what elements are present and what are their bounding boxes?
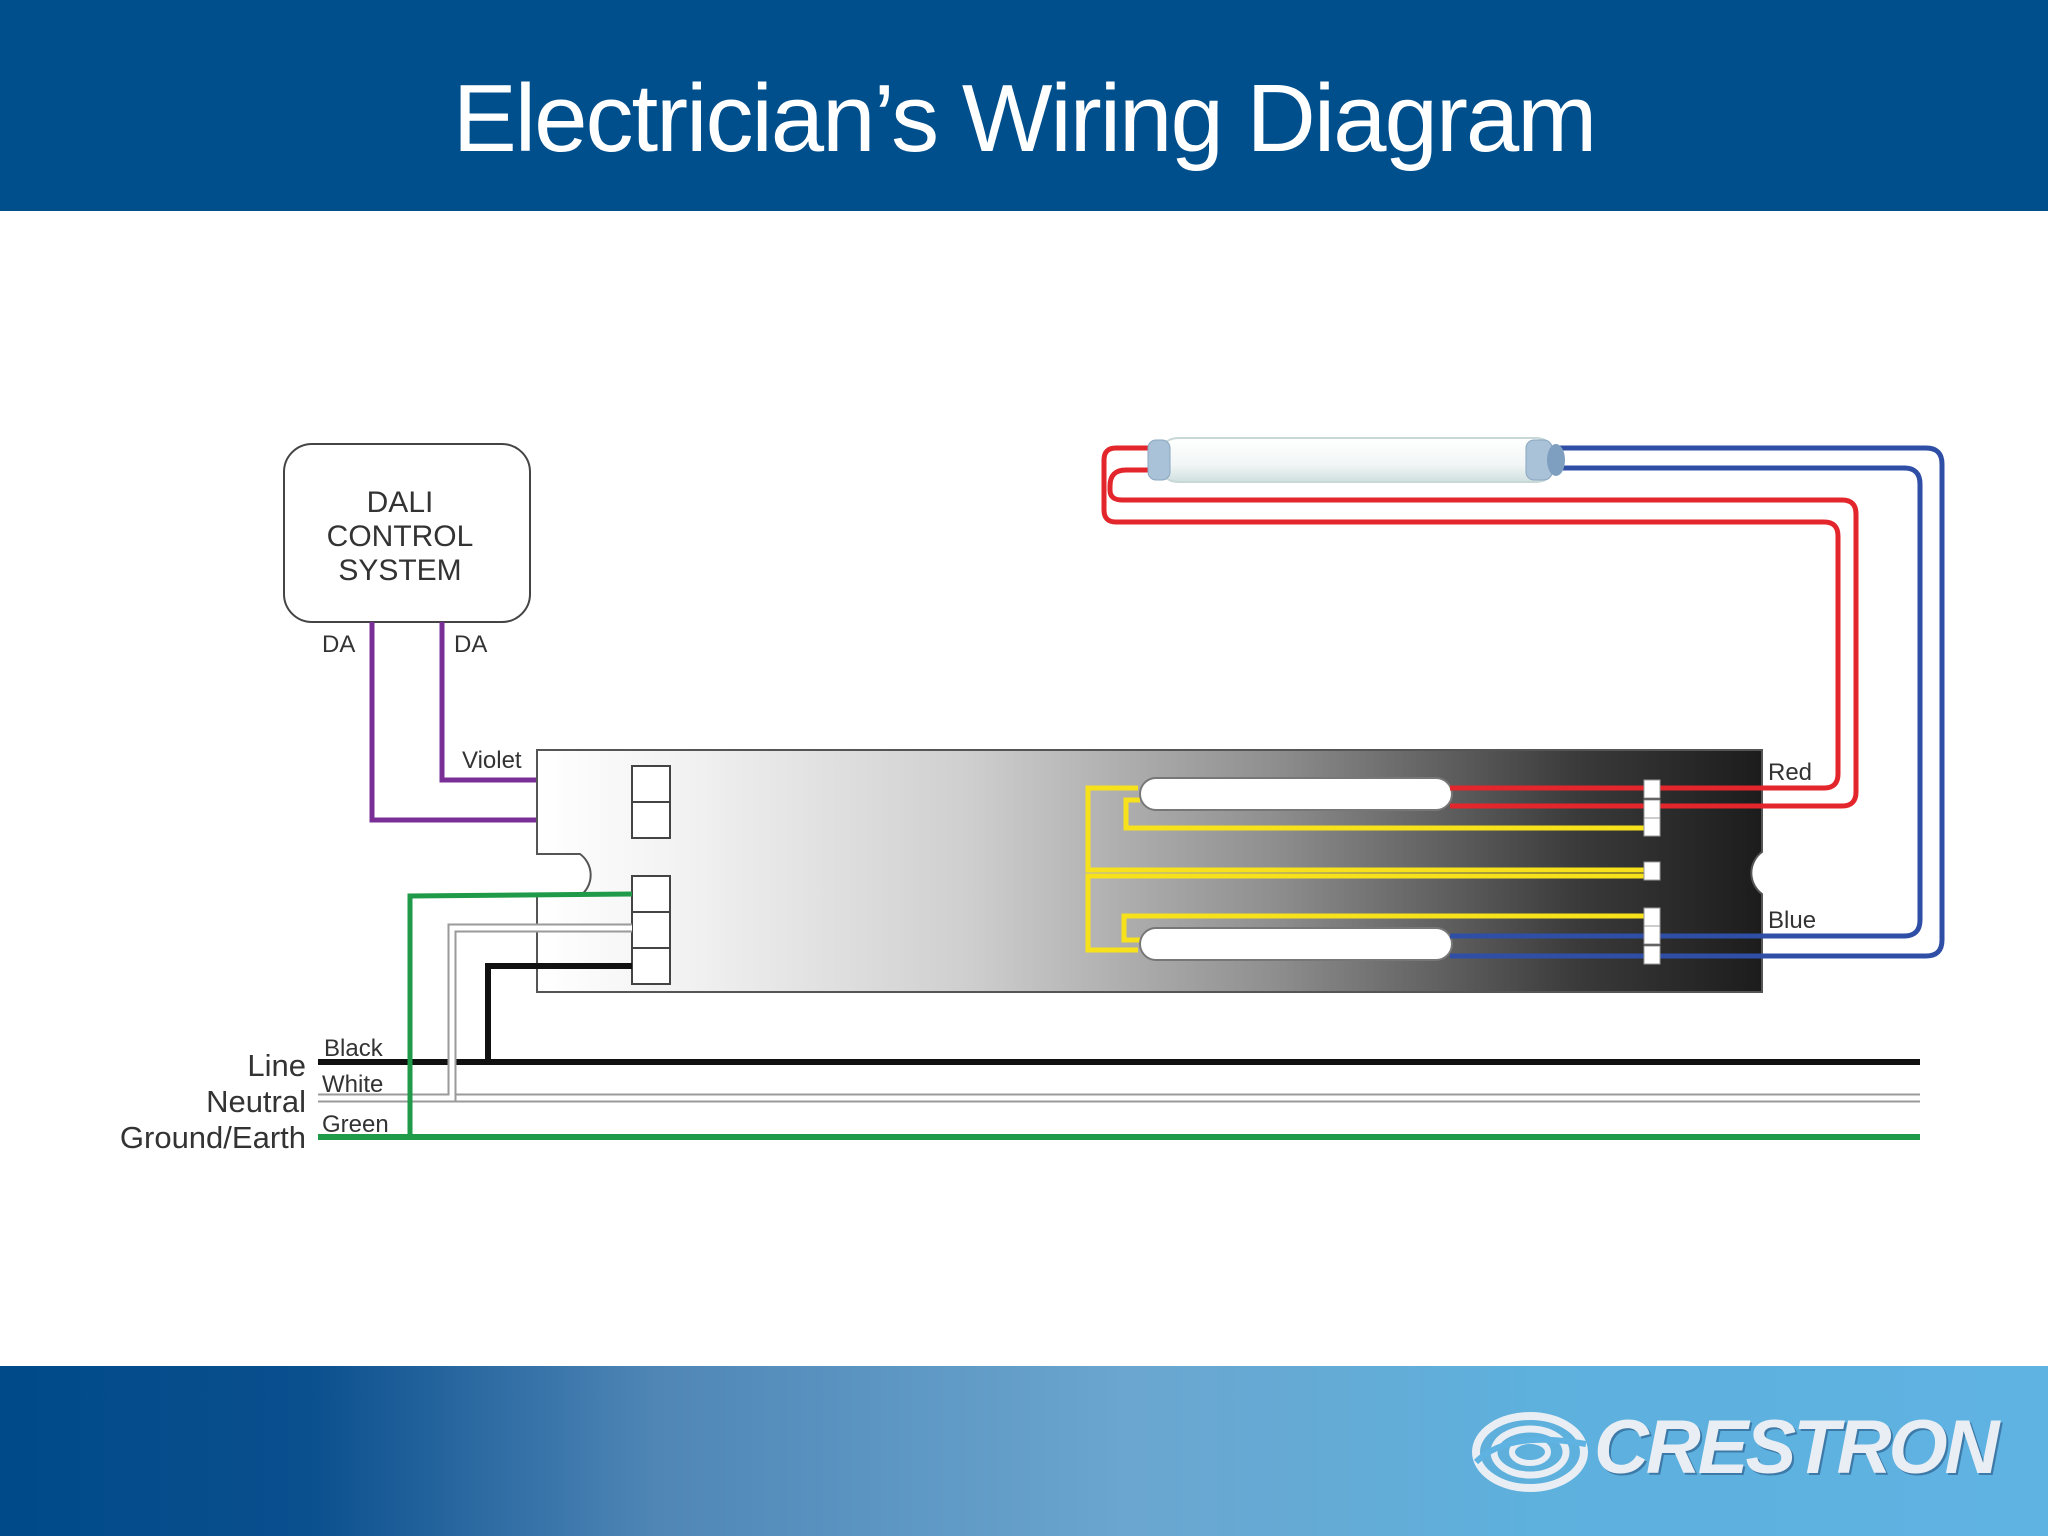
red-label: Red [1768, 759, 1812, 786]
ground-earth-label: Ground/Earth [120, 1120, 306, 1155]
red-internal-wires [1450, 785, 1762, 809]
line-label: Line [247, 1048, 306, 1083]
terminal-block-power [631, 875, 671, 985]
dali-box-line-2: CONTROL [327, 520, 474, 553]
crestron-wordmark: CRESTRON [1594, 1405, 1999, 1490]
blue-lamp-wires [1560, 445, 1945, 959]
crestron-logo: CRESTRON [1468, 1396, 2008, 1506]
crestron-swirl-icon [1472, 1412, 1588, 1492]
red-lamp-wires [1101, 445, 1859, 809]
da-label-left: DA [322, 631, 355, 658]
blue-label: Blue [1768, 907, 1816, 934]
violet-label: Violet [462, 747, 522, 774]
fluorescent-lamp-tube [1147, 437, 1565, 483]
terminal-block-control [631, 765, 671, 839]
black-label: Black [324, 1035, 384, 1062]
blue-internal-wires [1450, 933, 1762, 959]
lamp-terminal-markers [1643, 779, 1661, 965]
dali-box-line-1: DALI [367, 486, 434, 519]
slide-title: Electrician’s Wiring Diagram [452, 65, 1598, 172]
dali-box-line-3: SYSTEM [338, 554, 461, 587]
da-label-right: DA [454, 631, 487, 658]
black-drop-wire [478, 963, 632, 1065]
wiring-diagram: DALI CONTROL SYSTEM DA DA Violet Black W… [120, 437, 1945, 1155]
white-label: White [322, 1071, 383, 1098]
header-bar: Electrician’s Wiring Diagram [0, 0, 2048, 211]
green-label: Green [322, 1111, 389, 1138]
internal-lamp-lower [1139, 927, 1453, 961]
white-drop-wire [446, 925, 632, 1101]
green-drop-wire [404, 891, 633, 1140]
dali-control-box [283, 443, 531, 623]
neutral-label: Neutral [206, 1084, 306, 1119]
internal-lamp-upper [1139, 777, 1453, 811]
footer-bar [0, 1366, 2048, 1536]
yellow-internal-wires [1085, 785, 1646, 953]
